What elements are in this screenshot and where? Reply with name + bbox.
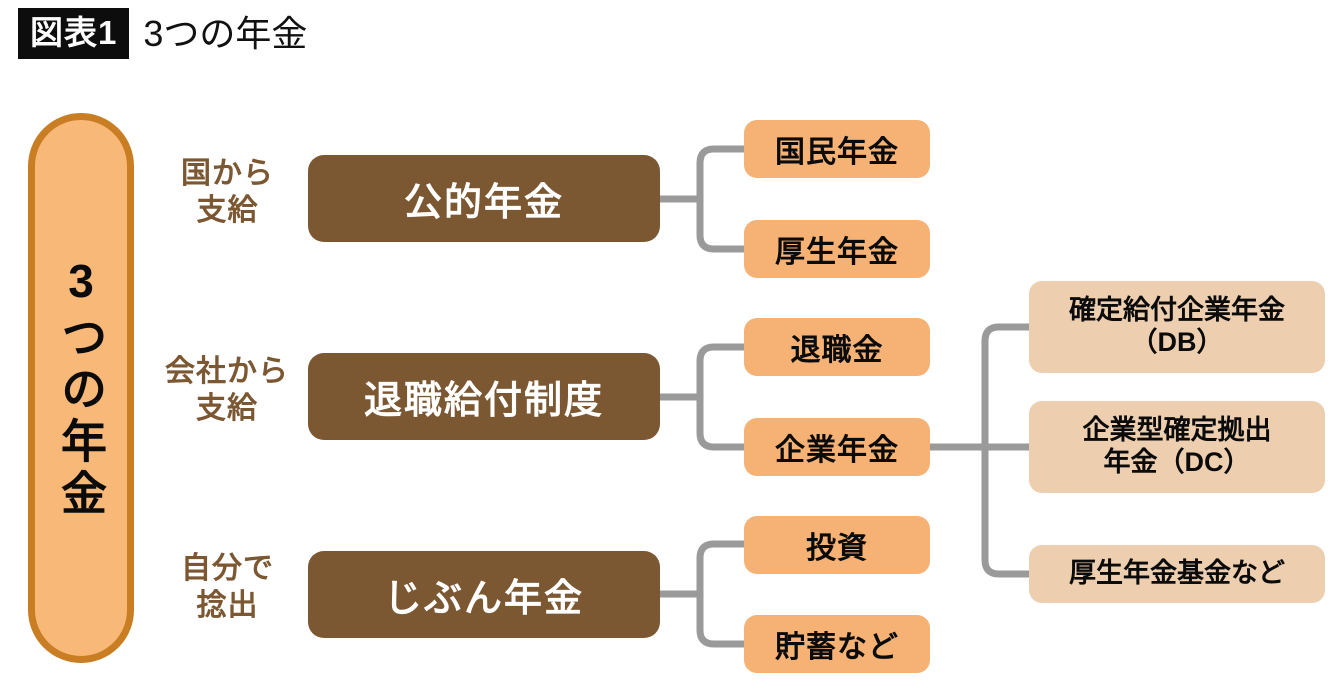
child-box-corporate-pension[interactable]: 企業年金 [744, 418, 930, 476]
figure-title-text: 3つの年金 [143, 12, 308, 54]
grandchild-box-employees-pension-fund[interactable]: 厚生年金基金など [1029, 545, 1325, 603]
connector-corporate-pension [930, 323, 1029, 578]
connector-row2 [660, 343, 744, 451]
grandchild-box-dc[interactable]: 企業型確定拠出 年金（DC） [1029, 401, 1325, 493]
main-box-retirement-benefit-system[interactable]: 退職給付制度 [308, 353, 660, 440]
side-label-row2: 会社から 支給 [165, 355, 289, 425]
main-box-public-pension[interactable]: 公的年金 [308, 155, 660, 242]
page-title: 図表1 3つの年金 [18, 8, 307, 59]
figure-number-badge: 図表1 [18, 8, 130, 59]
child-box-employees-pension[interactable]: 厚生年金 [744, 220, 930, 278]
connector-row1 [660, 145, 744, 253]
child-box-retirement-allowance[interactable]: 退職金 [744, 318, 930, 376]
grandchild-box-db[interactable]: 確定給付企業年金 （DB） [1029, 281, 1325, 373]
side-label-row1: 国から 支給 [181, 157, 274, 227]
child-box-investment[interactable]: 投資 [744, 516, 930, 574]
connector-row3 [660, 540, 744, 648]
child-box-savings[interactable]: 貯蓄など [744, 615, 930, 673]
side-label-row3: 自分で 捻出 [181, 552, 274, 622]
three-pensions-capsule: 3つの年金 [28, 113, 134, 663]
capsule-label: 3つの年金 [55, 255, 107, 521]
main-box-self-pension[interactable]: じぶん年金 [308, 551, 660, 638]
child-box-national-pension[interactable]: 国民年金 [744, 120, 930, 178]
